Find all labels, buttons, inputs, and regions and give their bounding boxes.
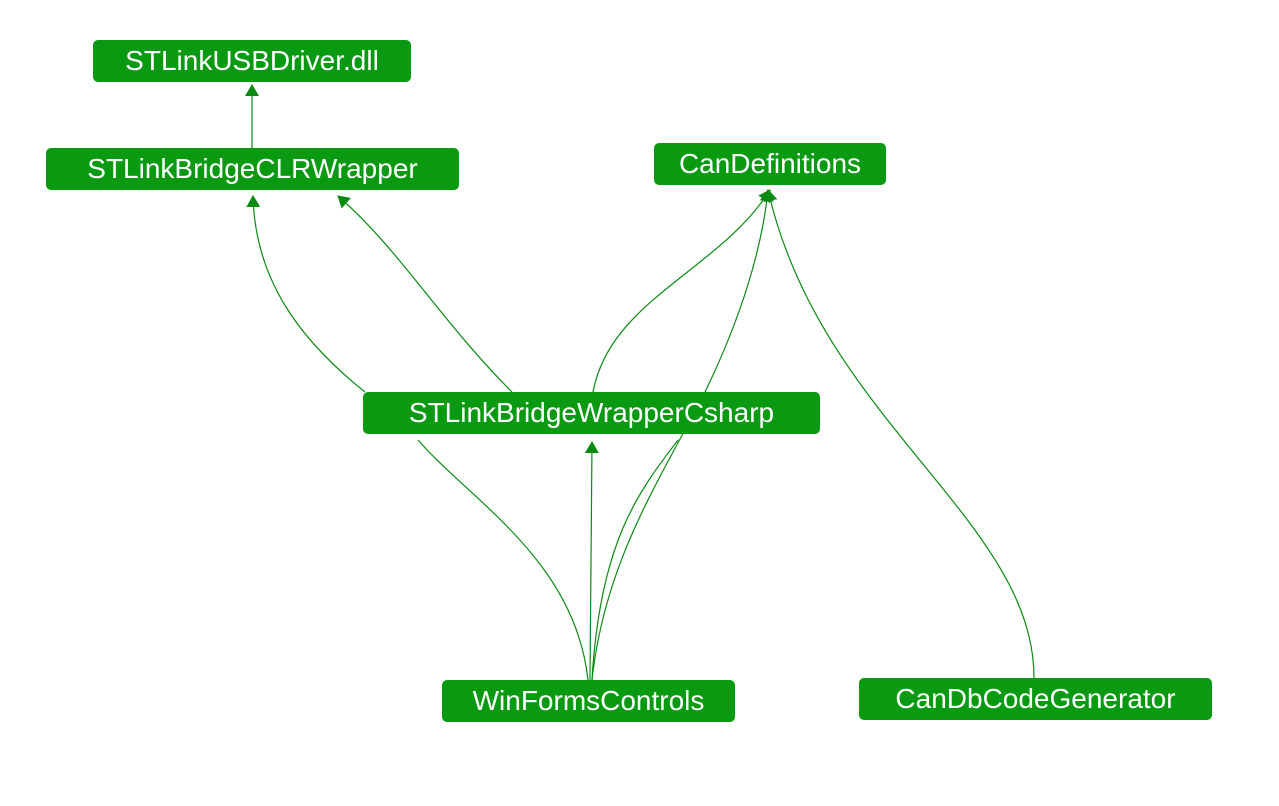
edge-winforms-to-candefinitions bbox=[591, 189, 774, 681]
edge-winforms-to-clrwrapper bbox=[417, 439, 589, 681]
node-stlink-bridge-wrapper-csharp[interactable]: STLinkBridgeWrapperCsharp bbox=[363, 392, 820, 434]
edge-winforms-to-csharp bbox=[584, 441, 599, 681]
node-stlink-usb-driver[interactable]: STLinkUSBDriver.dll bbox=[93, 40, 411, 82]
node-can-db-code-generator[interactable]: CanDbCodeGenerator bbox=[859, 678, 1212, 720]
node-stlink-bridge-clr-wrapper[interactable]: STLinkBridgeCLRWrapper bbox=[46, 148, 459, 190]
edge-winforms-to-candefinitions-lower bbox=[591, 439, 679, 681]
edge-csharp-to-clrwrapper-left bbox=[246, 195, 366, 393]
node-can-definitions[interactable]: CanDefinitions bbox=[654, 143, 886, 185]
edge-candbgen-to-candefinitions bbox=[763, 189, 1035, 679]
edge-csharp-to-candefinitions bbox=[592, 189, 771, 393]
node-win-forms-controls[interactable]: WinFormsControls bbox=[442, 680, 735, 722]
edge-csharp-to-clrwrapper-right bbox=[337, 195, 513, 393]
